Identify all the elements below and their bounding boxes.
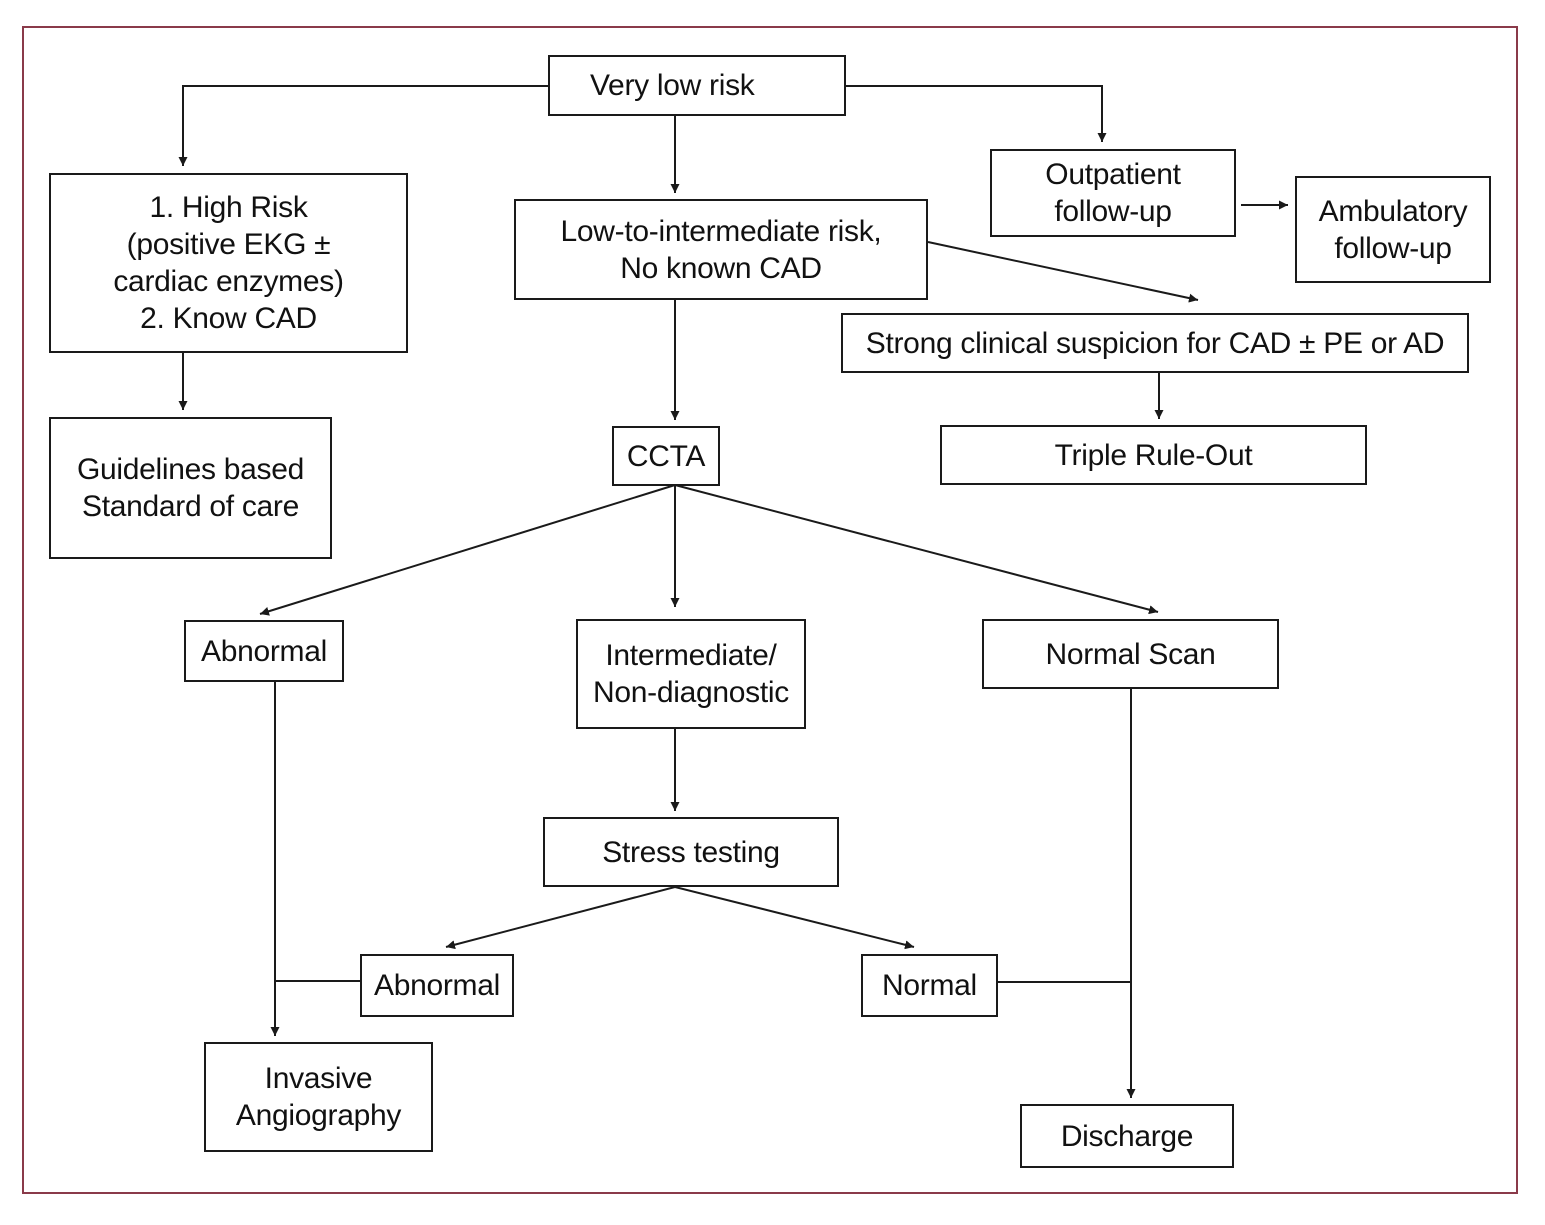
outpatient-followup-box: Outpatient follow-up — [990, 149, 1236, 237]
arrow-lowint-to-suspicion — [927, 241, 1199, 303]
stress-normal-box: Normal — [861, 954, 998, 1017]
high-risk-box: 1. High Risk (positive EKG ± cardiac enz… — [49, 173, 408, 353]
triple-rule-out-box: Triple Rule-Out — [940, 425, 1367, 485]
diagram-frame — [22, 26, 1518, 1194]
normal-scan-box: Normal Scan — [982, 619, 1279, 689]
ccta-box: CCTA — [612, 426, 720, 486]
strong-clinical-suspicion-box: Strong clinical suspicion for CAD ± PE o… — [841, 313, 1469, 373]
ambulatory-followup-box: Ambulatory follow-up — [1295, 176, 1491, 283]
discharge-box: Discharge — [1020, 1104, 1234, 1168]
very-low-risk-box: Very low risk — [548, 55, 846, 116]
arrow-verylow-to-highrisk — [178, 85, 548, 166]
low-intermediate-risk-box: Low-to-intermediate risk, No known CAD — [514, 199, 928, 300]
ccta-abnormal-box: Abnormal — [184, 620, 344, 682]
arrow-ccta-to-abnormal — [259, 484, 676, 616]
stress-testing-box: Stress testing — [543, 817, 839, 887]
arrow-stress-to-abnormal — [445, 886, 676, 950]
intermediate-nondiagnostic-box: Intermediate/ Non-diagnostic — [576, 619, 806, 729]
stress-abnormal-box: Abnormal — [360, 954, 514, 1017]
invasive-angiography-box: Invasive Angiography — [204, 1042, 433, 1152]
arrow-verylow-to-outpatient — [845, 85, 1107, 142]
guidelines-standard-of-care-box: Guidelines based Standard of care — [49, 417, 332, 559]
arrow-ccta-to-normalscan — [674, 484, 1159, 615]
arrow-stress-to-normal — [674, 886, 915, 950]
